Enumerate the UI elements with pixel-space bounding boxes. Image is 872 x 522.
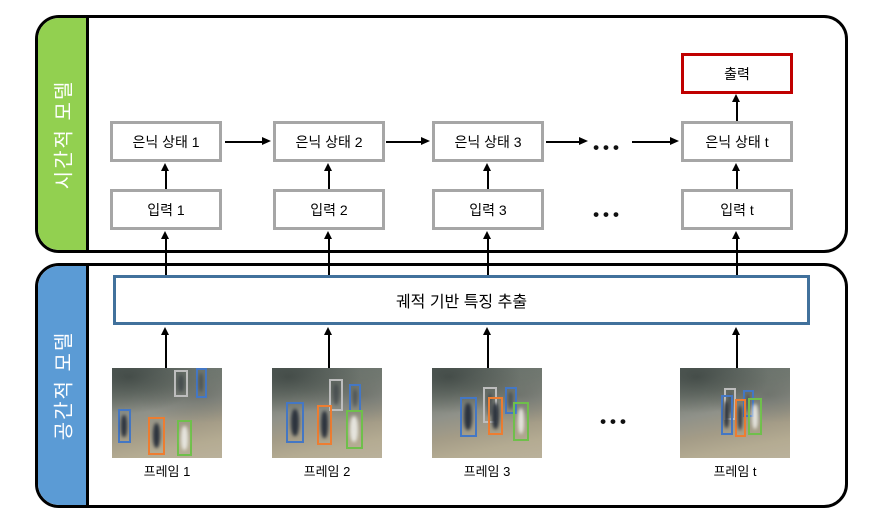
spatial-model-band: 공간적 모델	[38, 266, 89, 505]
arrow-ellipsis-to-statet	[632, 137, 679, 146]
frame-label-t: 프레임 t	[713, 464, 757, 479]
arrow-feature-to-inputt	[732, 231, 741, 275]
pedestrian-blob	[121, 414, 127, 437]
pedestrian-blob	[738, 404, 743, 431]
frame-label-3: 프레임 3	[463, 464, 511, 479]
orange-bounding-box	[317, 404, 333, 446]
green-bounding-box	[345, 410, 364, 449]
orange-bounding-box	[148, 416, 165, 456]
pedestrian-blob	[321, 411, 328, 439]
arrow-frame3-to-feature	[483, 327, 492, 368]
pedestrian-blob	[746, 394, 751, 413]
pedestrian-blob	[177, 374, 184, 392]
arrow-frame1-to-feature	[161, 327, 170, 368]
frame-row-ellipsis: •••	[600, 412, 630, 431]
pedestrian-blob	[181, 426, 188, 450]
arrow-state2-to-state3	[386, 137, 430, 146]
arrow-state3-to-ellipsis	[546, 137, 588, 146]
blue-bounding-box	[286, 402, 304, 443]
orange-bounding-box	[488, 396, 504, 436]
input-box-3: 입력 3	[432, 189, 544, 230]
blue-bounding-box	[720, 395, 733, 435]
pedestrian-blob	[152, 422, 161, 449]
pedestrian-blob	[724, 401, 729, 428]
frame-image-2	[272, 368, 382, 458]
bbox-layer	[112, 368, 222, 458]
temporal-model-label: 시간적 모델	[53, 79, 76, 189]
pedestrian-blob	[350, 416, 359, 443]
frame-image-3	[432, 368, 542, 458]
pedestrian-blob	[492, 402, 499, 429]
arrow-input1-to-state1	[161, 163, 170, 189]
spatial-model-label: 공간적 모델	[53, 330, 76, 441]
output-box: 출력	[681, 53, 793, 94]
pedestrian-blob	[727, 393, 733, 415]
arrow-feature-to-input2	[324, 231, 333, 275]
arrow-input2-to-state2	[324, 163, 333, 189]
bbox-layer	[680, 368, 790, 458]
feature-extraction-box: 궤적 기반 특징 추출	[113, 275, 810, 325]
input-box-t: 입력 t	[681, 189, 793, 230]
green-bounding-box	[748, 397, 763, 436]
blue-bounding-box	[117, 409, 131, 443]
arrow-feature-to-input1	[161, 231, 170, 275]
pedestrian-blob	[291, 408, 299, 436]
frame-image-t	[680, 368, 790, 458]
input-box-1: 입력 1	[110, 189, 222, 230]
arrow-inputt-to-statet	[732, 163, 741, 189]
green-bounding-box	[513, 402, 529, 441]
orange-bounding-box	[735, 398, 746, 438]
arrow-state1-to-state2	[225, 137, 271, 146]
frame-image-1	[112, 368, 222, 458]
frame-label-1: 프레임 1	[143, 464, 191, 479]
input-box-2: 입력 2	[273, 189, 385, 230]
pedestrian-blob	[352, 389, 358, 407]
input-row-ellipsis: •••	[593, 205, 623, 224]
pedestrian-blob	[508, 391, 513, 409]
arrow-statet-to-output	[732, 94, 741, 121]
green-bounding-box	[176, 420, 193, 457]
pedestrian-blob	[517, 408, 525, 434]
blue-bounding-box	[195, 368, 207, 398]
hidden-state-box-t: 은닉 상태 t	[681, 121, 793, 162]
hidden-state-box-3: 은닉 상태 3	[432, 121, 544, 162]
hidden-state-box-2: 은닉 상태 2	[273, 121, 385, 162]
arrow-feature-to-input3	[483, 231, 492, 275]
arrow-framet-to-feature	[732, 327, 741, 368]
pedestrian-blob	[198, 373, 204, 393]
pedestrian-blob	[464, 403, 473, 431]
gray-bounding-box	[329, 378, 344, 412]
bbox-layer	[272, 368, 382, 458]
pedestrian-blob	[752, 403, 759, 429]
temporal-model-band: 시간적 모델	[38, 18, 89, 250]
blue-bounding-box	[459, 396, 478, 438]
pedestrian-blob	[333, 384, 340, 406]
blue-bounding-box	[504, 386, 517, 414]
bbox-layer	[432, 368, 542, 458]
blue-bounding-box	[349, 384, 362, 413]
arrow-frame2-to-feature	[324, 327, 333, 368]
arrow-input3-to-state3	[483, 163, 492, 189]
frame-label-2: 프레임 2	[303, 464, 351, 479]
hidden-state-row-ellipsis: •••	[593, 138, 623, 157]
gray-bounding-box	[173, 369, 188, 397]
hidden-state-box-1: 은닉 상태 1	[110, 121, 222, 162]
